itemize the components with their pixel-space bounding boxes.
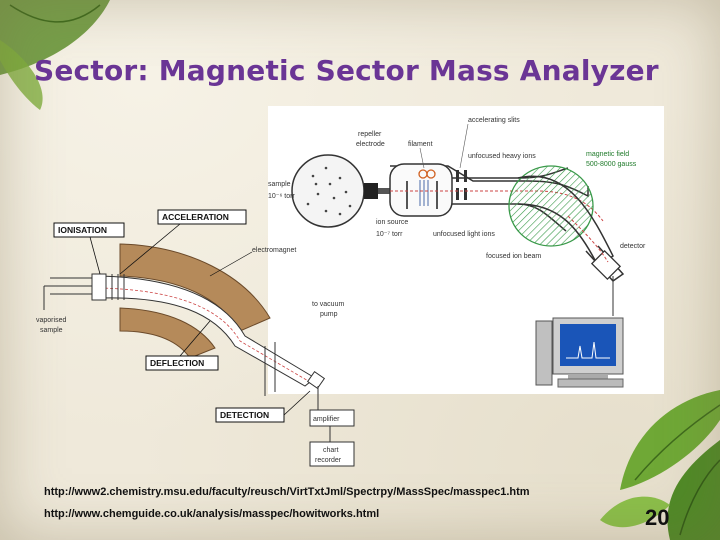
label-amplifier: amplifier — [313, 416, 340, 423]
label-accelerating-slits: accelerating slits — [468, 117, 520, 124]
source-link-msu[interactable]: http://www2.chemistry.msu.edu/faculty/re… — [44, 486, 530, 498]
label-unfocused-heavy: unfocused heavy ions — [468, 153, 536, 160]
label-ionisation: IONISATION — [58, 225, 107, 235]
label-detector: detector — [620, 243, 646, 250]
label-vaporised-2: sample — [40, 327, 63, 334]
page-number: 20 — [645, 505, 670, 530]
source-link-chemguide[interactable]: http://www.chemguide.co.uk/analysis/mass… — [44, 508, 380, 520]
filament-icon — [418, 169, 436, 179]
label-magnetic-field-1: magnetic field — [586, 151, 629, 158]
electromagnet-sector — [119, 243, 271, 332]
leaf-decoration-top-left — [0, 0, 110, 110]
label-chart-2: recorder — [315, 457, 342, 464]
label-repeller-2: electrode — [356, 141, 385, 148]
label-magnetic-field-2: 500-8000 gauss — [586, 161, 637, 168]
leaf-decoration-right — [600, 390, 720, 540]
label-acceleration: ACCELERATION — [162, 212, 229, 222]
upper-sector-diagram: accelerating slits repeller electrode fi… — [268, 106, 664, 394]
lower-sector-diagram: IONISATION ACCELERATION electromagnet to… — [36, 209, 355, 467]
label-detection: DETECTION — [220, 410, 269, 420]
label-deflection: DEFLECTION — [150, 358, 204, 368]
label-to-vacuum-1: to vacuum — [312, 301, 344, 308]
label-repeller-1: repeller — [358, 131, 382, 138]
label-to-vacuum-2: pump — [320, 311, 338, 318]
page-title: Sector: Magnetic Sector Mass Analyzer — [34, 54, 659, 87]
label-focused-beam: focused ion beam — [486, 253, 541, 260]
label-filament: filament — [408, 141, 433, 148]
label-ion-source-2: 10⁻⁷ torr — [376, 231, 403, 238]
label-unfocused-light: unfocused light ions — [433, 231, 495, 238]
computer-icon — [535, 317, 624, 388]
label-chart-1: chart — [323, 447, 339, 454]
label-vaporised-1: vaporised — [36, 317, 66, 324]
detector-box — [590, 249, 622, 281]
label-sample-2: 10⁻⁶ torr — [268, 193, 295, 200]
label-sample-1: sample — [268, 181, 291, 188]
label-electromagnet: electromagnet — [252, 247, 296, 254]
label-ion-source-1: ion source — [376, 219, 408, 226]
